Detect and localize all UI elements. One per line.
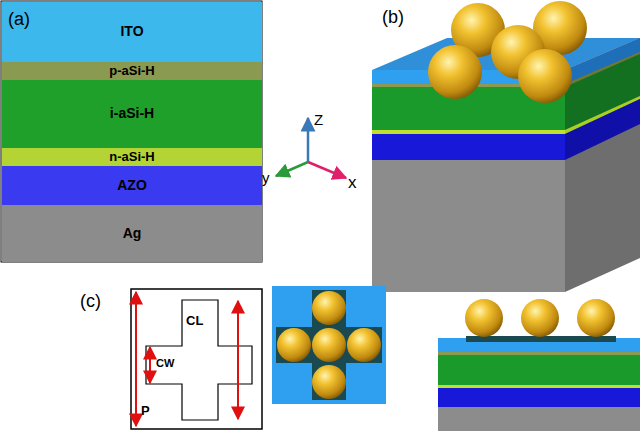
layer-label: ITO	[120, 24, 143, 39]
axis-label: y	[262, 170, 270, 185]
panel-label: (a)	[8, 10, 30, 28]
layer-label: i-aSi-H	[110, 106, 154, 121]
device-3d	[372, 1, 640, 292]
layer-band: ITO	[2, 2, 262, 62]
layer-band: Ag	[2, 205, 262, 262]
layer-band: n-aSi-H	[2, 148, 262, 166]
layer-label: Ag	[123, 226, 142, 241]
panel-label: (b)	[382, 8, 404, 26]
dimension-label: CW	[156, 358, 174, 369]
top-view	[272, 286, 386, 404]
dimension-label: P	[141, 404, 150, 417]
panel-border	[1, 1, 262, 262]
panel-label: (c)	[80, 292, 101, 310]
layer-label: AZO	[117, 178, 147, 193]
layer-label: p-aSi-H	[109, 64, 155, 78]
layer-band: i-aSi-H	[2, 80, 262, 148]
cross-schematic	[131, 289, 262, 429]
dimension-label: CL	[186, 314, 203, 327]
axis-label: x	[348, 174, 357, 191]
layer-band: p-aSi-H	[2, 62, 262, 80]
side-view	[438, 299, 640, 431]
layer-band: AZO	[2, 166, 262, 205]
axis-triad	[276, 118, 346, 178]
layer-label: n-aSi-H	[109, 150, 155, 164]
axis-label: Z	[314, 112, 323, 127]
